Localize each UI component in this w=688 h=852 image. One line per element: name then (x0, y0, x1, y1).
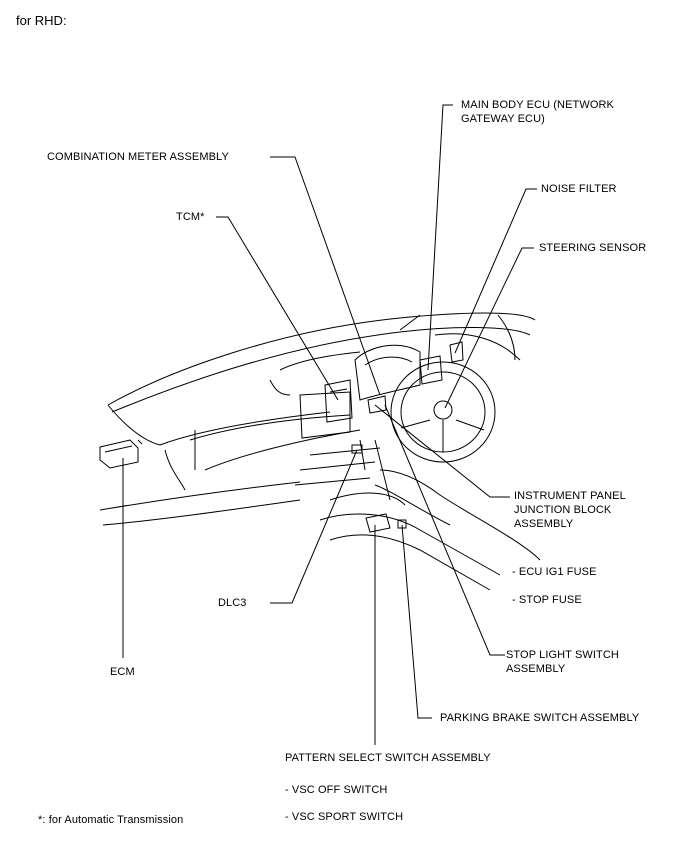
label-main-body-ecu-line2: GATEWAY ECU) (461, 113, 545, 125)
label-ecu-ig1-fuse: - ECU IG1 FUSE (512, 566, 597, 578)
label-stop-fuse: - STOP FUSE (512, 594, 582, 606)
label-instrument-panel-jb-line2: JUNCTION BLOCK (514, 504, 612, 516)
label-pattern-select-switch: PATTERN SELECT SWITCH ASSEMBLY (285, 752, 491, 764)
footnote: *: for Automatic Transmission (38, 814, 184, 826)
label-vsc-sport-switch: - VSC SPORT SWITCH (285, 811, 404, 823)
label-combination-meter: COMBINATION METER ASSEMBLY (47, 151, 229, 163)
label-instrument-panel-jb: INSTRUMENT PANEL (514, 490, 626, 502)
label-stop-light-switch-line2: ASSEMBLY (506, 663, 566, 675)
label-steering-sensor: STEERING SENSOR (539, 242, 647, 254)
diagram-heading: for RHD: (16, 13, 67, 28)
label-tcm: TCM* (176, 211, 205, 223)
label-vsc-off-switch: - VSC OFF SWITCH (285, 784, 388, 796)
label-stop-light-switch: STOP LIGHT SWITCH (506, 649, 619, 661)
label-dlc3: DLC3 (218, 597, 247, 609)
label-parking-brake-switch: PARKING BRAKE SWITCH ASSEMBLY (440, 712, 640, 724)
label-noise-filter: NOISE FILTER (541, 183, 617, 195)
label-instrument-panel-jb-line3: ASSEMBLY (514, 518, 574, 530)
label-ecm: ECM (110, 666, 135, 678)
label-main-body-ecu: MAIN BODY ECU (NETWORK (461, 99, 614, 111)
